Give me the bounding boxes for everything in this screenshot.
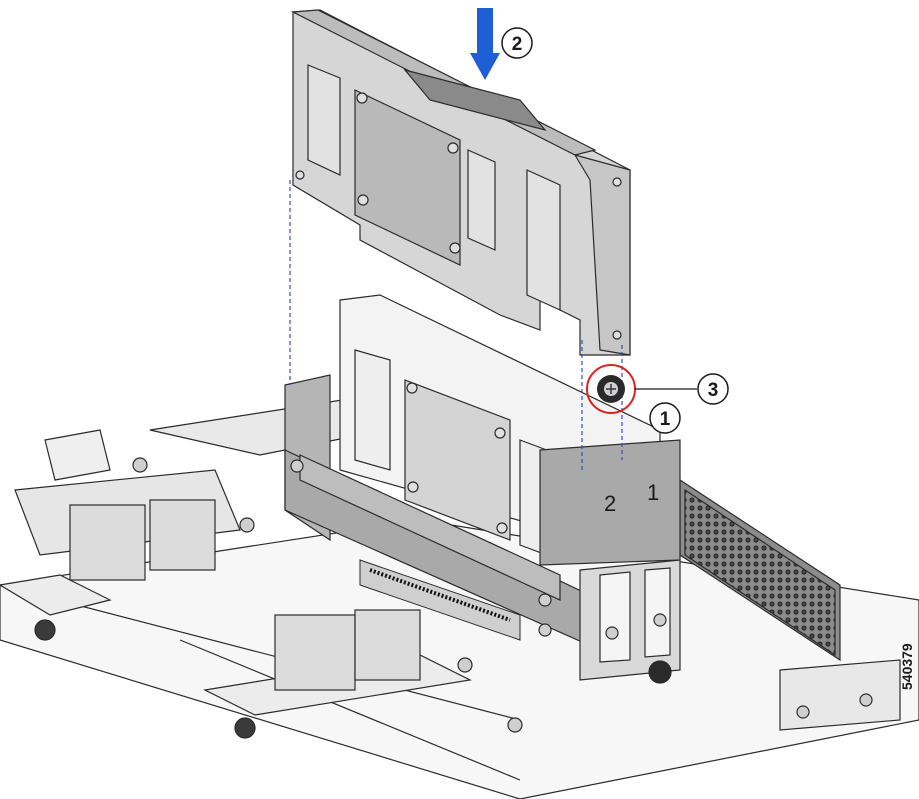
pcie-slot bbox=[359, 559, 521, 641]
thumbscrew-icon bbox=[586, 364, 636, 414]
vented-side-wall bbox=[679, 478, 901, 731]
slot-label-2: 2 bbox=[604, 491, 616, 516]
callout-1: 1 bbox=[649, 402, 681, 434]
slot-label-1: 1 bbox=[647, 480, 659, 505]
arrow-down-icon bbox=[470, 8, 500, 80]
alignment-guides bbox=[289, 180, 623, 470]
callout-3: 3 bbox=[697, 373, 729, 405]
callout-2-label: 2 bbox=[512, 34, 523, 55]
mid-connector-block bbox=[203, 609, 523, 733]
thumbscrew-icon bbox=[648, 660, 672, 684]
callout-3-label: 3 bbox=[708, 380, 719, 401]
left-connector-bay bbox=[0, 429, 256, 739]
figure-id: 540379 bbox=[899, 643, 915, 690]
callout-1-label: 1 bbox=[660, 409, 671, 430]
callout-2: 2 bbox=[501, 27, 533, 59]
inserted-gpu-card bbox=[290, 9, 631, 356]
riser-cage bbox=[284, 374, 681, 684]
